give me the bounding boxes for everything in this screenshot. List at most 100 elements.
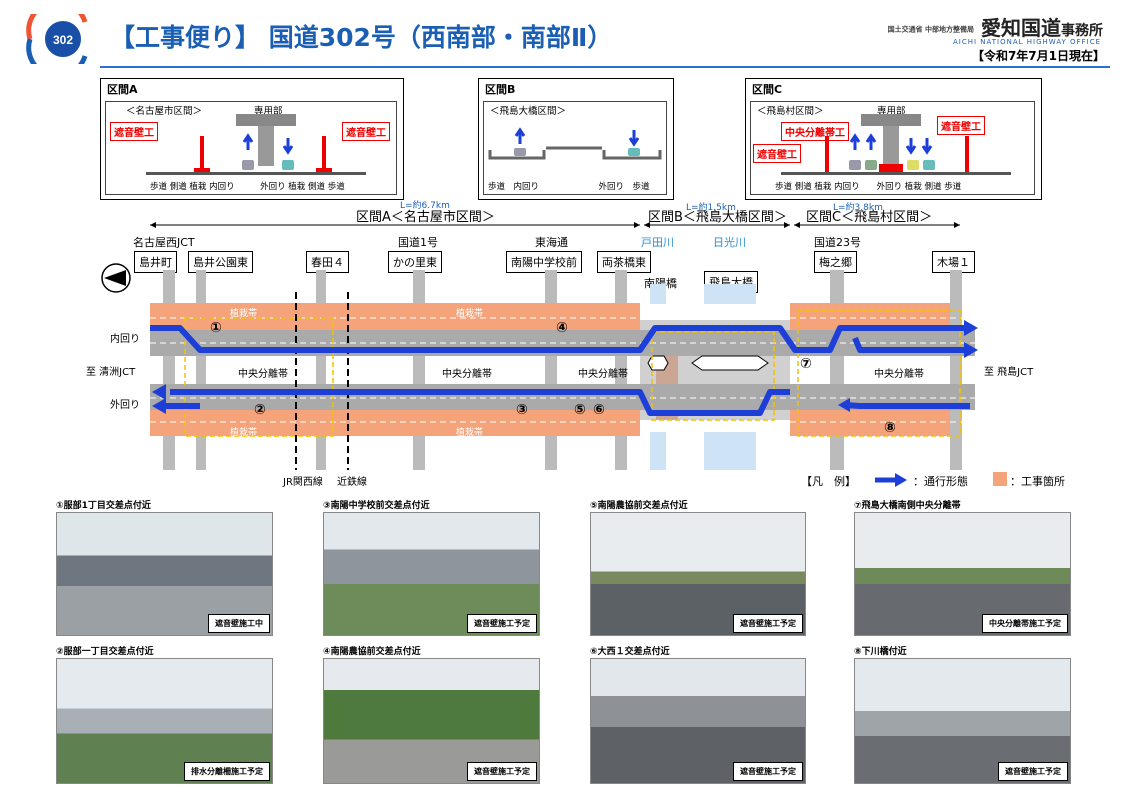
median-label-3: 中央分離帯: [578, 369, 628, 380]
panel-b-cross-section: [488, 127, 662, 160]
median-label-2: 中央分離帯: [442, 369, 492, 380]
median-label-4: 中央分離帯: [874, 369, 924, 380]
marker-5: ⑤: [574, 402, 586, 418]
panel-b-bottom: 歩道 内回り 外回り 歩道: [488, 182, 650, 192]
section-b-label: 区間B＜飛島大橋区間＞: [648, 210, 787, 225]
photo-5: 遮音壁施工予定: [590, 512, 806, 636]
photo-2: 排水分離柵施工予定: [56, 658, 273, 784]
photo-1-caption: ①服部1丁目交差点付近: [56, 501, 151, 511]
label-jr-kansai-line: JR関西線: [283, 477, 323, 488]
greenery-label-3: 植栽帯: [230, 428, 258, 438]
panel-a-cross-section: [146, 114, 366, 175]
panel-section-a: 区間A ＜名古屋市区間＞ 専用部 遮音壁工 遮音壁工 歩道 側道 植栽 内回り …: [100, 78, 404, 200]
label-nagoya-nishi-jct: 名古屋西JCT: [133, 236, 195, 249]
marker-4: ④: [556, 320, 568, 336]
badge-number: 302: [53, 33, 73, 47]
panel-c-section: ＜飛島村区間＞: [757, 106, 824, 117]
photo-5-note: 遮音壁施工予定: [733, 614, 803, 633]
photo-2-caption: ②服部一丁目交差点付近: [56, 647, 154, 657]
north-arrow-icon: [101, 263, 131, 293]
legend-work-swatch: [993, 472, 1007, 486]
panel-a-diagram: ＜名古屋市区間＞ 専用部 遮音壁工 遮音壁工 歩道 側道 植栽 内回り 外回り …: [105, 101, 397, 195]
status-date: 【令和7年7月1日現在】: [971, 49, 1105, 63]
marker-6: ⑥: [593, 402, 605, 418]
section-b-length: L=約1.5km: [686, 203, 736, 213]
panel-c-wall-right: 遮音壁工: [937, 116, 985, 135]
photo-8: 遮音壁施工予定: [854, 658, 1071, 784]
photo-3-note: 遮音壁施工予定: [467, 614, 537, 633]
photo-4-note: 遮音壁施工予定: [467, 762, 537, 781]
median-label-1: 中央分離帯: [238, 369, 288, 380]
photo-6-caption: ⑥大西１交差点付近: [590, 647, 670, 657]
photo-7-caption: ⑦飛島大橋南側中央分離帯: [854, 501, 961, 511]
label-outer-loop: 外回り: [110, 400, 140, 411]
legend-traffic-icon: [875, 473, 907, 487]
legend-work-label: ：工事箇所: [1010, 475, 1065, 488]
legend-title: 【凡 例】: [801, 475, 856, 488]
label-kokudo-1: 国道1号: [398, 236, 438, 249]
label-to-tobishima-jct: 至 飛島JCT: [984, 367, 1034, 378]
legend-traffic-label: ：通行形態: [913, 475, 968, 488]
label-to-kiyosu-jct: 至 清洲JCT: [86, 367, 136, 378]
panel-a-bottom: 歩道 側道 植栽 内回り 外回り 植栽 側道 歩道: [150, 182, 345, 192]
photo-8-caption: ⑧下川橋付近: [854, 647, 907, 657]
route-302-badge: 302: [26, 14, 88, 64]
photo-2-note: 排水分離柵施工予定: [184, 762, 270, 781]
logo-org-suffix: 事務所: [1061, 23, 1103, 39]
photo-7: 中央分離帯施工予定: [854, 512, 1071, 636]
panel-c-median: 中央分離帯工: [781, 122, 849, 141]
photo-8-note: 遮音壁施工予定: [998, 762, 1068, 781]
section-c-label: 区間C＜飛島村区間＞: [806, 210, 933, 225]
label-kokudo-23: 国道23号: [814, 236, 861, 249]
panel-c-title: 区間C: [752, 83, 783, 96]
photo-3: 遮音壁施工予定: [323, 512, 540, 636]
photo-5-caption: ⑤南陽農協前交差点付近: [590, 501, 688, 511]
panel-a-title: 区間A: [107, 83, 138, 96]
intersection-nanyo-chugakko: 南陽中学校前: [506, 251, 582, 273]
header-divider: [100, 66, 1110, 68]
panel-a-wall-right: 遮音壁工: [342, 122, 390, 141]
logo-ministry: 国土交通省 中部地方整備局: [887, 25, 975, 34]
intersection-shimai-koen-higashi: 島井公園東: [188, 251, 253, 273]
panel-c-wall-left: 遮音壁工: [753, 144, 801, 163]
panel-a-wall-left: 遮音壁工: [110, 122, 158, 141]
photo-3-caption: ③南陽中学校前交差点付近: [323, 501, 430, 511]
greenery-label-2: 植栽帯: [456, 309, 484, 319]
panel-c-diagram: ＜飛島村区間＞ 専用部 中央分離帯工 遮音壁工 遮音壁工 歩道 側道 植栽 内回…: [750, 101, 1035, 195]
panel-a-section: ＜名古屋市区間＞: [126, 106, 203, 117]
photo-7-note: 中央分離帯施工予定: [982, 614, 1068, 633]
intersection-shimaimachi: 島井町: [134, 251, 177, 273]
office-logo: 国土交通省 中部地方整備局 愛知国道事務所: [888, 12, 1103, 41]
photo-4: 遮音壁施工予定: [323, 658, 540, 784]
label-inner-loop: 内回り: [110, 334, 140, 345]
label-todagawa: 戸田川: [641, 236, 674, 249]
photo-1: 遮音壁施工中: [56, 512, 273, 636]
panel-a-top-label: 専用部: [254, 106, 283, 117]
photo-6: 遮音壁施工予定: [590, 658, 806, 784]
panel-c-bottom: 歩道 側道 植栽 内回り 外回り 植栽 側道 歩道: [775, 182, 962, 192]
panel-section-c: 区間C ＜飛島村区間＞ 専用部 中央分離帯工 遮音壁工 遮音壁工 歩道 側道 植…: [745, 78, 1042, 200]
marker-8: ⑧: [884, 420, 896, 436]
marker-3: ③: [516, 402, 528, 418]
marker-2: ②: [254, 402, 266, 418]
logo-org-name: 愛知国道: [981, 16, 1061, 40]
section-a-label: 区間A＜名古屋市区間＞: [356, 210, 495, 225]
greenery-label-4: 植栽帯: [456, 428, 484, 438]
section-c-length: L=約3.8km: [833, 203, 883, 213]
panel-b-diagram: ＜飛島大橋区間＞ 歩道 内回り 外回り 歩道: [483, 101, 667, 195]
intersection-kasuga-4: 春田４: [306, 251, 349, 273]
marker-1: ①: [210, 320, 222, 336]
label-tokaidori: 東海通: [535, 236, 568, 249]
photo-4-caption: ④南陽農協前交差点付近: [323, 647, 421, 657]
panel-c-top-label: 専用部: [877, 106, 906, 117]
panel-b-section: ＜飛島大橋区間＞: [490, 106, 567, 117]
page-title: 【工事便り】 国道302号（西南部・南部Ⅱ）: [110, 23, 613, 52]
label-kintetsu-line: 近鉄線: [337, 477, 367, 488]
photo-1-note: 遮音壁施工中: [208, 614, 270, 633]
section-a-length: L=約6.7km: [400, 201, 450, 211]
panel-c-cross-section: [781, 114, 1011, 175]
photo-6-note: 遮音壁施工予定: [733, 762, 803, 781]
greenery-label-1: 植栽帯: [230, 309, 258, 319]
